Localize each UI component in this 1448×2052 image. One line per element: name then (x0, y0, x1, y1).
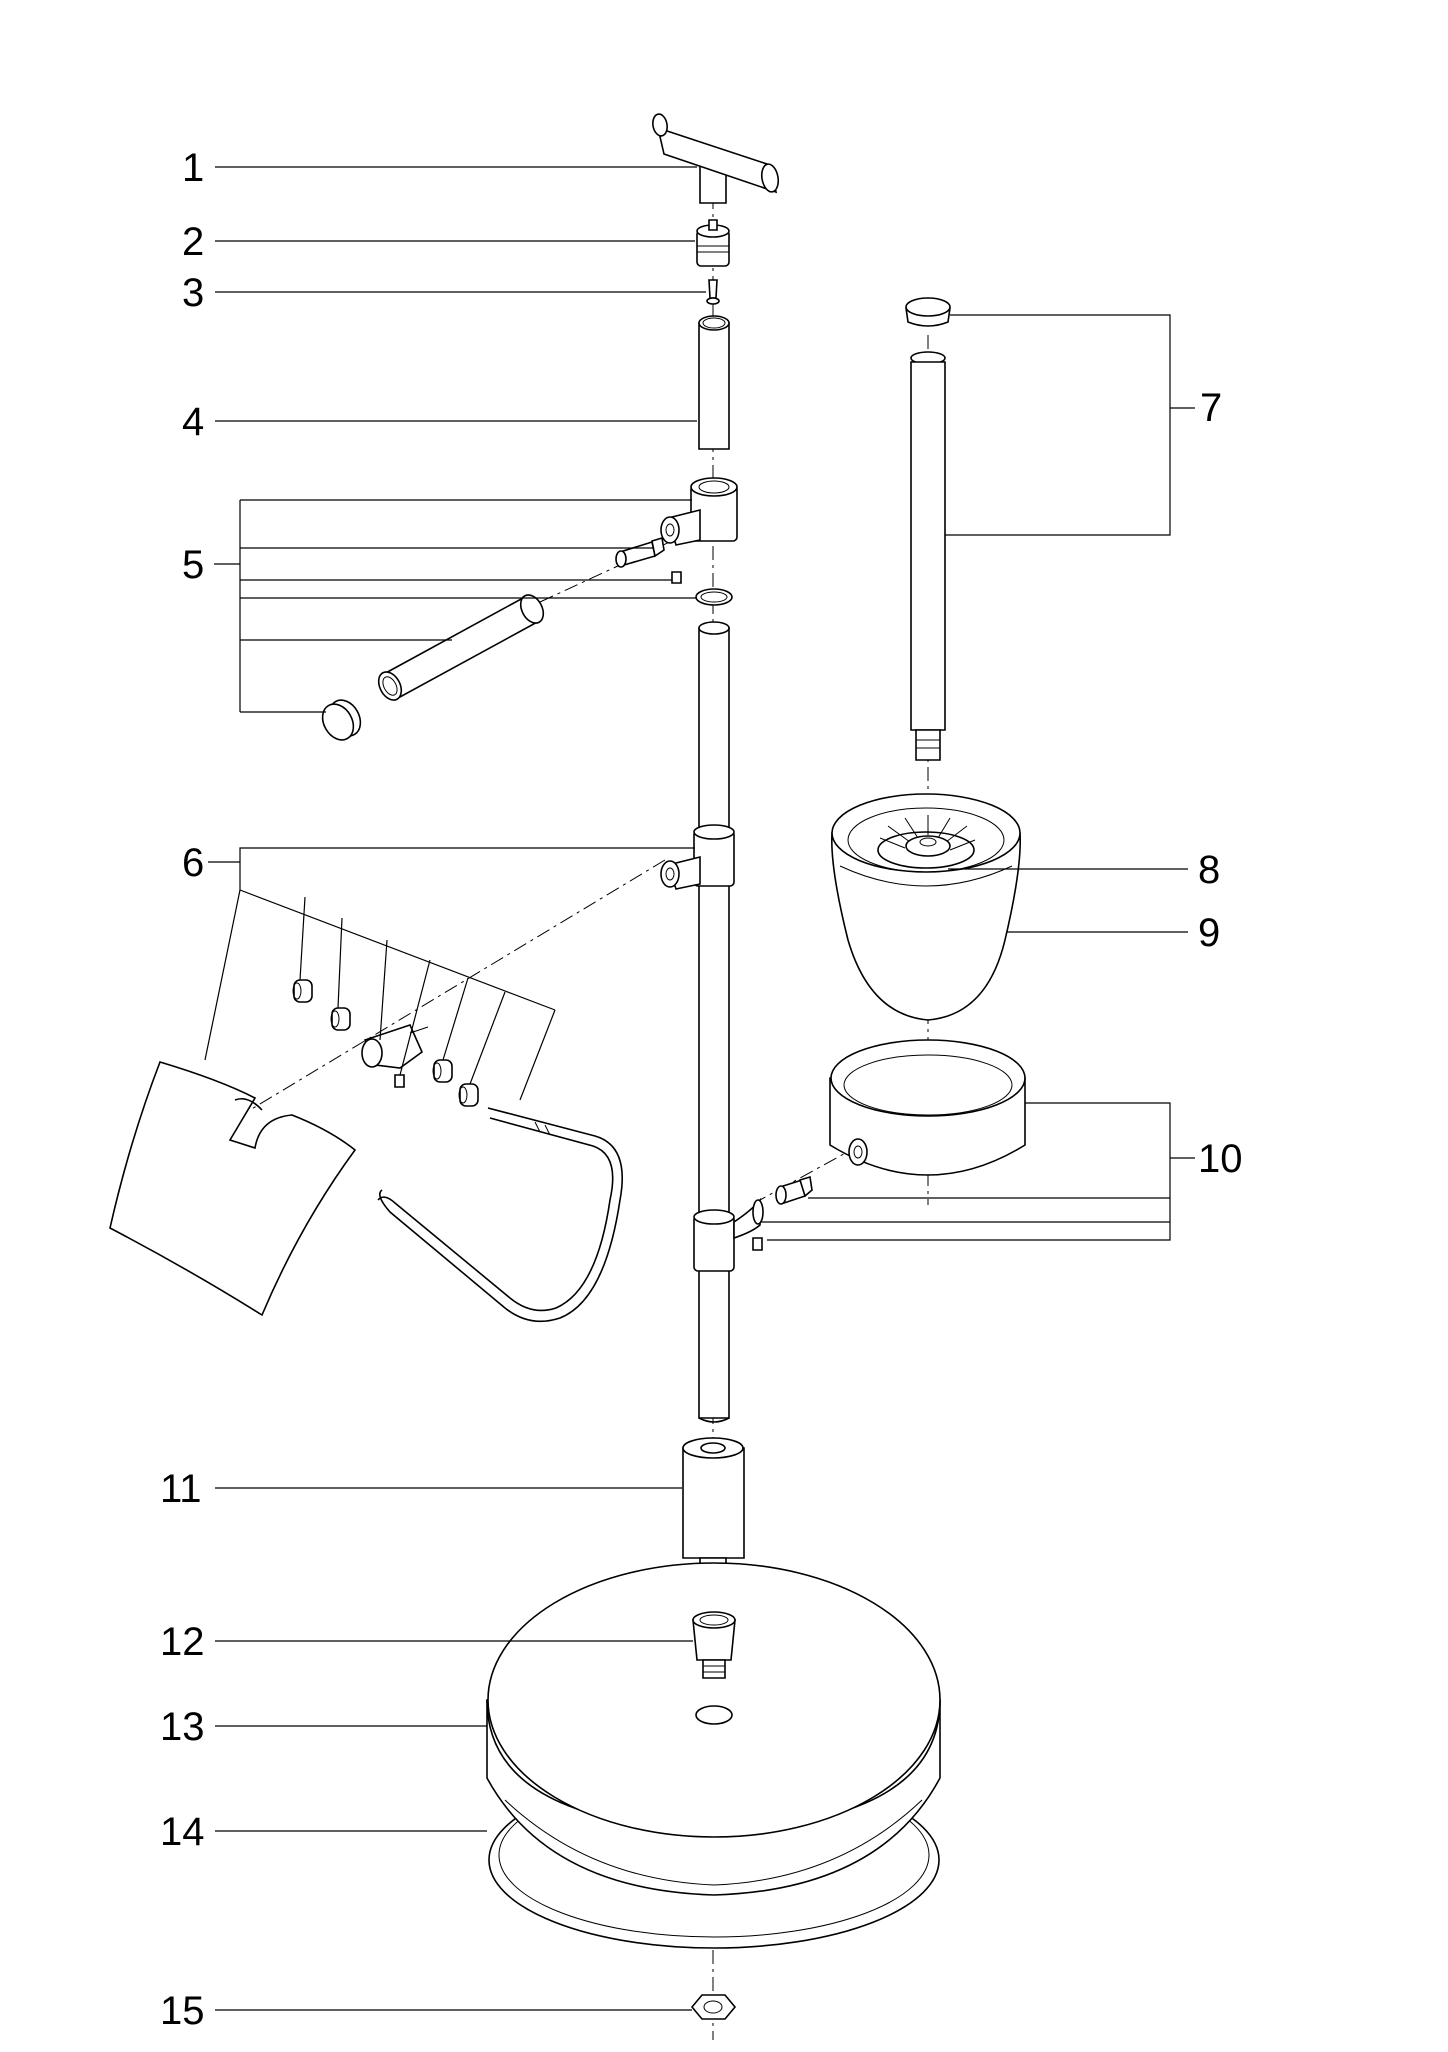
part-3-screw (707, 280, 719, 304)
part-8-brush-head (878, 815, 975, 868)
leader-lines (214, 167, 1195, 2010)
callout-12: 12 (160, 1620, 205, 1664)
callout-5: 5 (182, 543, 205, 587)
callout-13: 13 (160, 1705, 205, 1749)
part-6-toilet-roll-holder (110, 980, 622, 1321)
part-10-clamp (694, 1200, 763, 1271)
callout-15: 15 (160, 1989, 205, 2033)
callout-9: 9 (1198, 911, 1221, 955)
part-11-connector (683, 1438, 744, 1578)
callout-3: 3 (182, 271, 205, 315)
callout-4: 4 (182, 400, 205, 444)
callout-8: 8 (1198, 848, 1221, 892)
callout-7: 7 (1200, 386, 1223, 430)
part-12-insert (693, 1612, 735, 1678)
callout-2: 2 (182, 220, 205, 264)
callout-1: 1 (182, 146, 205, 190)
part-7-toilet-brush (906, 298, 950, 760)
part-6-clamp (661, 825, 734, 889)
part-9-brush-bowl (832, 794, 1020, 1020)
part-10-bowl-ring (776, 1040, 1025, 1204)
part-4-upper-tube (699, 316, 729, 449)
part-15-hex-nut (692, 1995, 735, 2019)
callout-11: 11 (160, 1467, 202, 1511)
callout-14: 14 (160, 1810, 205, 1854)
part-2-nut (697, 220, 729, 266)
part-5-spare-roll-holder (316, 478, 737, 745)
part-6-leader-lines (205, 848, 695, 1100)
main-pole (699, 622, 729, 1422)
part-13-weighted-base (487, 1563, 940, 1895)
callout-6: 6 (182, 841, 205, 885)
callout-10: 10 (1198, 1137, 1243, 1181)
part-1-t-handle (651, 113, 780, 203)
